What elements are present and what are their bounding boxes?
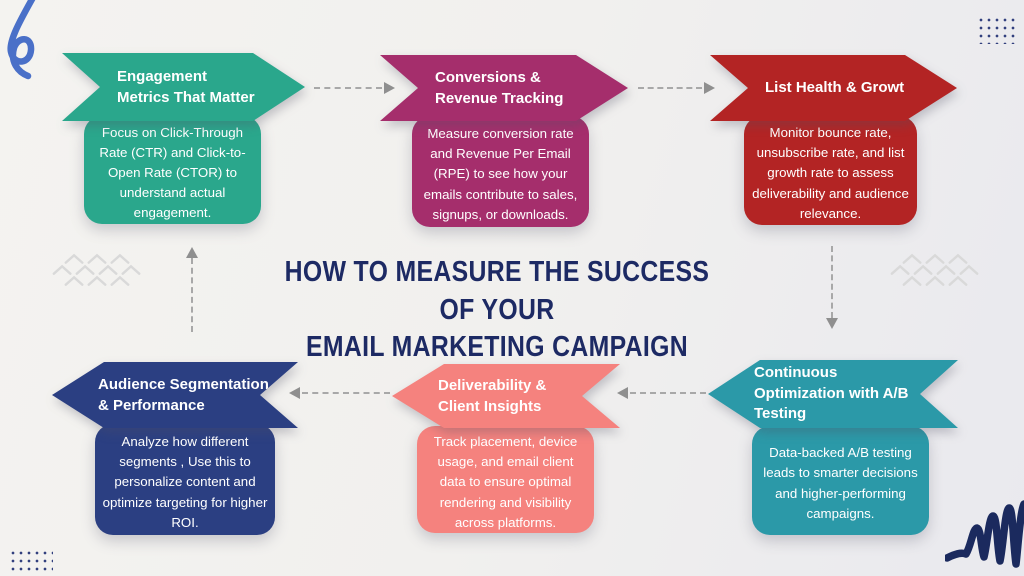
step-deliverability-description: Track placement, device usage, and email…	[433, 434, 578, 530]
step-engagement-title: Engagement Metrics That Matter	[117, 67, 255, 106]
connector-step5-to-step4	[302, 392, 390, 394]
step-conversions-description: Measure conversion rate and Revenue Per …	[423, 126, 578, 222]
step-deliverability-title: Deliverability & Client Insights	[438, 376, 547, 415]
chevron-waves-left	[52, 253, 141, 286]
dot-grid-top-right	[976, 15, 1015, 44]
step-list-health-title: List Health & Growt	[765, 79, 905, 97]
step-optimization-banner: Continuous Optimization with A/B Testing	[708, 360, 958, 428]
arrowhead-left-icon	[617, 387, 628, 399]
page-title-line-2: EMAIL MARKETING CAMPAIGN	[305, 331, 689, 364]
step-optimization-body: Data-backed A/B testing leads to smarter…	[752, 426, 929, 535]
right-arrow-ribbon: Conversions & Revenue Tracking	[380, 55, 628, 121]
arrowhead-down-icon	[826, 318, 838, 329]
step-optimization-description: Data-backed A/B testing leads to smarter…	[763, 445, 918, 521]
left-arrow-ribbon: Deliverability & Client Insights	[392, 364, 620, 428]
connector-step3-to-step6	[831, 246, 833, 318]
dot-grid-bottom-left	[8, 548, 53, 575]
connector-step6-to-step5	[630, 392, 706, 394]
arrowhead-right-icon	[384, 82, 395, 94]
arrowhead-up-icon	[186, 247, 198, 258]
step-engagement-body: Focus on Click-Through Rate (CTR) and Cl…	[84, 116, 261, 224]
step-engagement-banner: Engagement Metrics That Matter	[62, 53, 305, 121]
step-conversions-banner: Conversions & Revenue Tracking	[380, 55, 628, 121]
connector-step1-to-step2	[314, 87, 382, 89]
left-arrow-ribbon: Continuous Optimization with A/B Testing	[708, 360, 958, 428]
page-title-line-1: HOW TO MEASURE THE SUCCESS OF YOUR	[284, 256, 710, 326]
step-list-health-description: Monitor bounce rate, unsubscribe rate, a…	[752, 125, 909, 221]
step-optimization-title: Continuous Optimization with A/B Testing	[754, 363, 909, 423]
connector-step2-to-step3	[638, 87, 702, 89]
blue-squiggle-decoration	[7, 0, 36, 80]
step-engagement-description: Focus on Click-Through Rate (CTR) and Cl…	[99, 124, 246, 221]
arrowhead-left-icon	[289, 387, 300, 399]
step-audience-description: Analyze how different segments , Use thi…	[102, 434, 268, 530]
right-arrow-ribbon: Engagement Metrics That Matter	[62, 53, 305, 121]
chevron-waves-right	[890, 253, 979, 286]
step-audience-banner: Audience Segmentation & Performance	[52, 362, 298, 428]
right-arrow-ribbon: List Health & Growt	[710, 55, 957, 121]
left-arrow-ribbon: Audience Segmentation & Performance	[52, 362, 298, 428]
step-audience-body: Analyze how different segments , Use thi…	[95, 424, 275, 535]
navy-scribble-decoration	[945, 500, 1024, 568]
step-deliverability-banner: Deliverability & Client Insights	[392, 364, 620, 428]
page-title: HOW TO MEASURE THE SUCCESS OF YOUR EMAIL…	[266, 254, 727, 367]
step-list-health-banner: List Health & Growt	[710, 55, 957, 121]
step-conversions-title: Conversions & Revenue Tracking	[435, 68, 564, 107]
arrowhead-right-icon	[704, 82, 715, 94]
connector-step4-to-step1	[191, 258, 193, 332]
step-list-health-body: Monitor bounce rate, unsubscribe rate, a…	[744, 116, 917, 225]
step-deliverability-body: Track placement, device usage, and email…	[417, 426, 594, 533]
step-conversions-body: Measure conversion rate and Revenue Per …	[412, 116, 589, 227]
step-audience-title: Audience Segmentation & Performance	[98, 375, 269, 414]
